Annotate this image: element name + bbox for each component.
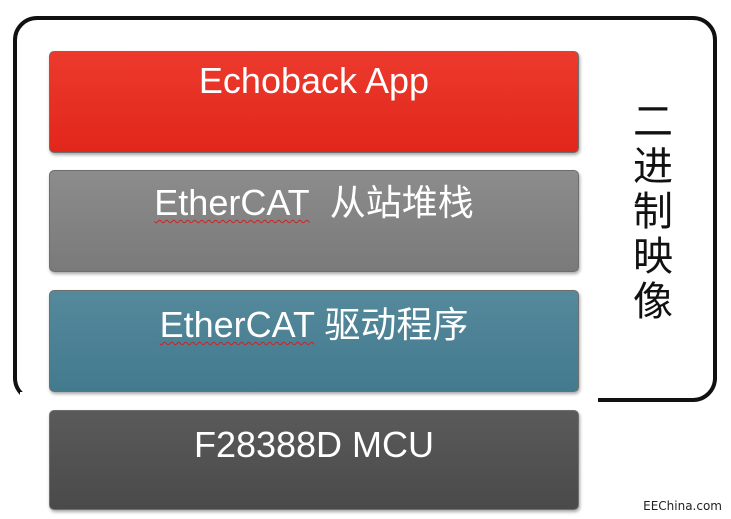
binary-image-label: 二 进 制 映 像 [630, 100, 676, 325]
layer-app-label: Echoback App [198, 60, 430, 101]
layer-stack-suffix: 从站堆栈 [329, 182, 474, 223]
layer-ethercat-driver: EtherCAT 驱动程序 [49, 290, 579, 392]
layer-mcu-label: F28388D MCU [193, 424, 435, 465]
layer-driver-suffix: 驱动程序 [324, 304, 469, 345]
binary-image-char: 制 [633, 189, 673, 235]
binary-image-char: 二 [633, 99, 673, 145]
layer-ethercat-slave-stack: EtherCAT 从站堆栈 [49, 170, 579, 272]
layer-stack-prefix: EtherCAT [154, 182, 310, 223]
binary-image-char: 进 [633, 144, 673, 190]
layer-f28388d-mcu: F28388D MCU [49, 410, 579, 510]
layer-echoback-app: Echoback App [49, 51, 579, 153]
binary-image-char: 映 [633, 234, 673, 280]
bracket-opening [20, 392, 598, 408]
layer-driver-prefix: EtherCAT [159, 304, 315, 345]
binary-image-char: 像 [633, 279, 673, 325]
watermark: EEChina.com [643, 499, 722, 513]
